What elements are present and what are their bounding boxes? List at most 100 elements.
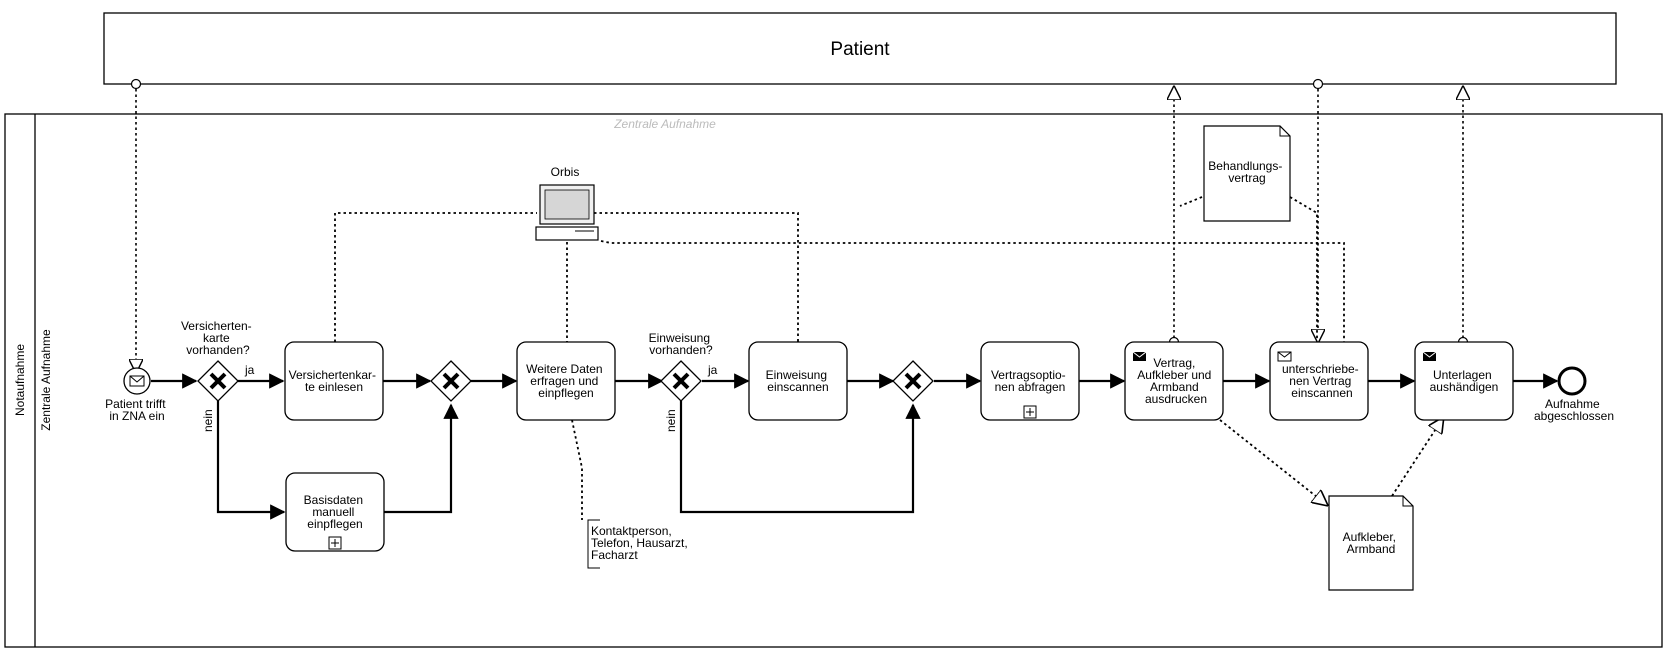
association-orbis-scan-contract [600, 240, 1345, 342]
task-basic-data-label-3: einpflegen [307, 517, 362, 531]
document-treatment-contract-label-2: vertrag [1228, 171, 1265, 185]
gateway-card-question[interactable]: Versicherten- karte vorhanden? ja nein [181, 319, 255, 432]
exclusive-gateway-icon [442, 372, 460, 390]
task-print-label-4: ausdrucken [1145, 392, 1207, 406]
task-scan-contract[interactable]: unterschriebe- nen Vertrag einscannen [1269, 341, 1369, 421]
task-basic-data-label-2: manuell [312, 505, 354, 519]
gateway-referral-no-label: nein [664, 409, 678, 432]
start-event-label-line1: Patient trifft [105, 397, 166, 411]
exclusive-gateway-icon [904, 372, 922, 390]
orbis-system[interactable]: Orbis [535, 165, 599, 241]
task-basic-data[interactable]: Basisdaten manuell einpflegen [285, 472, 385, 552]
task-scan-contract-label-2: nen Vertrag [1289, 374, 1351, 388]
task-more-data-label-1: Weitere Daten [526, 362, 602, 376]
gateway-referral-question-label-1: Einweisung [649, 331, 710, 345]
svg-text:Vertrag, Aufkleber und: Vertrag, Aufkleber und Armband ausdrucke… [1137, 356, 1214, 406]
task-contract-options-label-2: nen abfragen [995, 380, 1066, 394]
start-event-label-line2: in ZNA ein [109, 409, 164, 423]
association-orbis-scan-referral [594, 212, 799, 342]
svg-text:Vertragsoptio- nen abfra: Vertragsoptio- nen abfragen [991, 368, 1069, 394]
gateway-card-question-label-1: Versicherten- [181, 319, 252, 333]
task-scan-contract-label-1: unterschriebe- [1282, 362, 1359, 376]
svg-text:Aufkleber, Armband: Aufkleber, Armband [1343, 530, 1400, 556]
task-hand-over-label-2: aushändigen [1430, 380, 1499, 394]
send-envelope-icon [1422, 351, 1437, 361]
document-sticker-label-1: Aufkleber, [1343, 530, 1396, 544]
exclusive-gateway-icon [672, 372, 690, 390]
task-hand-over-label-1: Unterlagen [1433, 368, 1492, 382]
gateway-card-question-label-3: vorhanden? [186, 343, 250, 357]
start-event[interactable]: Patient trifft in ZNA ein [105, 367, 169, 423]
receive-envelope-icon [1277, 351, 1292, 362]
gateway-merge-2[interactable] [892, 360, 934, 402]
document-treatment-contract[interactable]: Behandlungs- vertrag [1203, 125, 1291, 222]
task-print-label-1: Vertrag, [1153, 356, 1195, 370]
gateway-merge-1[interactable] [430, 360, 472, 402]
task-more-data-label-2: erfragen und [530, 374, 598, 388]
pool-label: Notaufnahme [13, 344, 27, 416]
subprocess-plus-icon [1023, 405, 1037, 419]
svg-text:Einweisung vorhanden?: Einweisung vorhanden? [649, 331, 714, 357]
task-basic-data-label-1: Basisdaten [304, 493, 363, 507]
end-event-label-line1: Aufnahme [1545, 397, 1600, 411]
sequence-flows [151, 373, 1559, 520]
envelope-icon [129, 375, 145, 387]
gateway-card-no-label: nein [201, 409, 215, 432]
gateway-referral-question[interactable]: Einweisung vorhanden? ja nein [649, 331, 718, 432]
data-associations [334, 196, 1443, 520]
svg-text:Patient trifft in ZNA ei: Patient trifft in ZNA ein [105, 397, 169, 423]
task-scan-referral-label-1: Einweisung [766, 368, 827, 382]
send-envelope-icon [1132, 351, 1147, 361]
task-print-label-3: Armband [1150, 380, 1199, 394]
svg-text:Unterlagen aushändigen: Unterlagen aushändigen [1430, 368, 1499, 394]
task-scan-referral[interactable]: Einweisung einscannen [748, 341, 848, 421]
flow-basic-data-gateway2 [384, 403, 459, 514]
exclusive-gateway-icon [209, 372, 227, 390]
svg-text:Aufnahme abgeschlossen: Aufnahme abgeschlossen [1534, 397, 1614, 423]
flow-gateway3-skip [679, 401, 921, 514]
association-contract-print [1179, 196, 1203, 207]
orbis-label: Orbis [551, 165, 580, 179]
task-contract-options[interactable]: Vertragsoptio- nen abfragen [980, 341, 1080, 421]
annotation-line-2: Telefon, Hausarzt, [591, 536, 688, 550]
task-print[interactable]: Vertrag, Aufkleber und Armband ausdrucke… [1124, 341, 1224, 421]
end-event-label-line2: abgeschlossen [1534, 409, 1614, 423]
task-read-card-label-1: Versichertenkar- [289, 368, 376, 382]
svg-text:Kontaktperson, Telefon,: Kontaktperson, Telefon, Hausarzt, Fachar… [591, 524, 691, 562]
association-sticker-handover [1391, 418, 1443, 497]
patient-pool-title: Patient [830, 39, 890, 60]
flow-gateway1-basic-data [216, 401, 286, 520]
patient-pool[interactable]: Patient [103, 12, 1617, 85]
task-hand-over[interactable]: Unterlagen aushändigen [1414, 341, 1514, 421]
svg-text:Behandlungs- vertrag: Behandlungs- vertrag [1208, 159, 1285, 185]
computer-icon [535, 184, 599, 241]
task-contract-options-label-1: Vertragsoptio- [991, 368, 1066, 382]
task-more-data-label-3: einpflegen [538, 386, 593, 400]
text-annotation[interactable]: Kontaktperson, Telefon, Hausarzt, Fachar… [587, 519, 691, 569]
task-print-label-2: Aufkleber und [1137, 368, 1211, 382]
association-contract-scan [1289, 196, 1318, 340]
lane-label: Zentrale Aufnahme [39, 329, 53, 431]
task-more-data[interactable]: Weitere Daten erfragen und einpflegen [516, 341, 616, 421]
association-orbis-read-card [334, 212, 537, 342]
task-scan-referral-label-2: einscannen [767, 380, 828, 394]
document-sticker-label-2: Armband [1347, 542, 1396, 556]
svg-text:Versichertenkar- te einl: Versichertenkar- te einlesen [289, 368, 380, 394]
gateway-referral-yes-label: ja [707, 363, 718, 377]
document-sticker-wristband[interactable]: Aufkleber, Armband [1328, 495, 1414, 591]
svg-text:Versicherten- karte: Versicherten- karte vorhanden? [181, 319, 255, 357]
subprocess-plus-icon [328, 536, 342, 550]
svg-text:Einweisung einscannen: Einweisung einscannen [766, 368, 831, 394]
task-scan-contract-label-3: einscannen [1291, 386, 1352, 400]
task-read-card[interactable]: Versichertenkar- te einlesen [284, 341, 384, 421]
svg-text:Basisdaten manuell: Basisdaten manuell einpflegen [304, 493, 367, 531]
annotation-line-3: Facharzt [591, 548, 638, 562]
document-treatment-contract-label-1: Behandlungs- [1208, 159, 1282, 173]
association-annotation [571, 419, 583, 520]
lane-watermark: Zentrale Aufnahme [613, 117, 716, 131]
annotation-line-1: Kontaktperson, [591, 524, 672, 538]
end-event[interactable]: Aufnahme abgeschlossen [1534, 366, 1614, 423]
task-read-card-label-2: te einlesen [305, 380, 363, 394]
gateway-card-question-label-2: karte [203, 331, 230, 345]
svg-text:Weitere Daten erfragen u: Weitere Daten erfragen und einpflegen [526, 362, 606, 400]
